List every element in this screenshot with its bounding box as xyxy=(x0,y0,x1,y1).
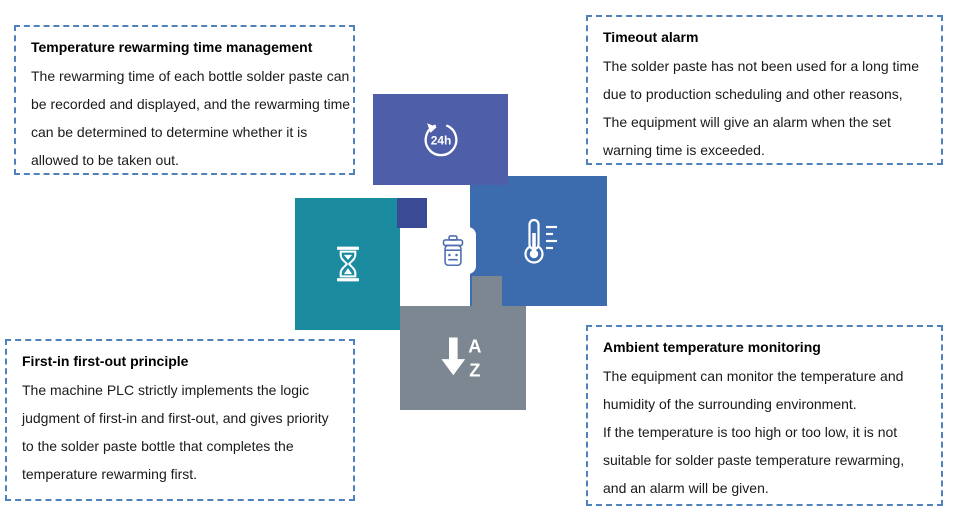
feature-text-line: If the temperature is too high or too lo… xyxy=(603,424,898,440)
feature-text-line: to the solder paste bottle that complete… xyxy=(22,438,294,454)
feature-box-ambient-temperature-monitoring: Ambient temperature monitoring The equip… xyxy=(586,325,943,506)
feature-text-line: The rewarming time of each bottle solder… xyxy=(31,68,350,84)
feature-text-line: and an alarm will be given. xyxy=(603,480,769,496)
feature-box-temperature-rewarming: Temperature rewarming time management Th… xyxy=(14,25,355,175)
feature-text-line: temperature rewarming first. xyxy=(22,466,198,482)
feature-text-line: The solder paste has not been used for a… xyxy=(603,58,919,74)
feature-text-line: judgment of first-in and first-out, and … xyxy=(22,410,329,426)
tile-24h-clock: 24h xyxy=(373,94,508,185)
tile-sort-az: A Z xyxy=(400,306,526,410)
feature-text-line: be recorded and displayed, and the rewar… xyxy=(31,96,351,112)
feature-text-line: The equipment will give an alarm when th… xyxy=(603,114,891,130)
sort-letter-z: Z xyxy=(469,359,480,380)
feature-text-line: due to production scheduling and other r… xyxy=(603,86,903,102)
feature-text-line: suitable for solder paste temperature re… xyxy=(603,452,905,468)
tile-accent-small-indigo xyxy=(397,198,427,228)
feature-title: Temperature rewarming time management xyxy=(31,39,313,55)
24h-clock-icon: 24h xyxy=(424,122,457,156)
feature-title: First-in first-out principle xyxy=(22,353,189,369)
feature-box-first-in-first-out: First-in first-out principle The machine… xyxy=(5,339,355,501)
24h-label: 24h xyxy=(430,133,451,147)
sort-a-z-icon: A Z xyxy=(441,336,481,380)
feature-text-line: warning time is exceeded. xyxy=(603,142,765,158)
feature-title: Timeout alarm xyxy=(603,29,699,45)
feature-text-line: can be determined to determine whether i… xyxy=(31,124,308,140)
feature-text-line: humidity of the surrounding environment. xyxy=(603,396,857,412)
feature-box-timeout-alarm: Timeout alarm The solder paste has not b… xyxy=(586,15,943,165)
feature-text-line: The equipment can monitor the temperatur… xyxy=(603,368,904,384)
feature-text-line: allowed to be taken out. xyxy=(31,152,179,168)
hourglass-icon xyxy=(336,246,359,282)
thermometer-icon xyxy=(523,218,557,264)
tile-accent-small-gray xyxy=(472,276,502,306)
feature-title: Ambient temperature monitoring xyxy=(603,339,821,355)
sort-letter-a: A xyxy=(468,336,481,357)
tile-hourglass xyxy=(295,198,400,330)
tile-solder-paste-jar xyxy=(429,227,476,274)
solder-paste-jar-icon xyxy=(442,234,463,266)
feature-text-line: The machine PLC strictly implements the … xyxy=(22,382,310,398)
